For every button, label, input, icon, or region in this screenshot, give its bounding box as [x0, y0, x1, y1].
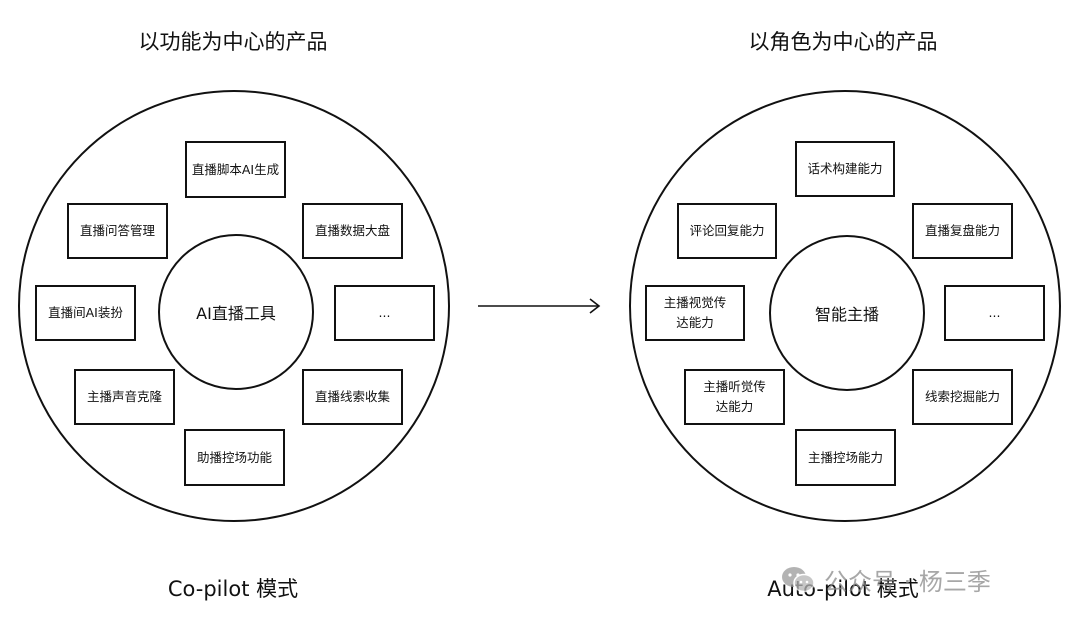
right-center-node: 智能主播 — [769, 235, 925, 391]
left-center-node: AI直播工具 — [158, 234, 314, 390]
left-node-qa-management: 直播问答管理 — [67, 203, 168, 259]
right-node-live-control: 主播控场能力 — [795, 429, 896, 486]
left-node-script-generation: 直播脚本AI生成 — [185, 141, 286, 198]
left-node-voice-clone: 主播声音克隆 — [74, 369, 175, 425]
left-outer-circle — [18, 90, 450, 522]
right-node-lead-mining: 线索挖掘能力 — [912, 369, 1013, 425]
left-node-lead-collection: 直播线索收集 — [302, 369, 403, 425]
left-node-ellipsis: ... — [334, 285, 435, 341]
watermark-text: 公众号 · 杨三季 — [824, 568, 991, 596]
right-node-comment-reply: 评论回复能力 — [677, 203, 777, 259]
left-diagram-title: 以功能为中心的产品 — [138, 30, 328, 54]
watermark: 公众号 · 杨三季 — [780, 562, 991, 597]
right-diagram-title: 以角色为中心的产品 — [748, 30, 938, 54]
right-node-live-review: 直播复盘能力 — [912, 203, 1013, 259]
right-node-audio-expression: 主播听觉传达能力 — [684, 369, 785, 425]
left-node-assist-control: 助播控场功能 — [184, 429, 285, 486]
left-node-data-dashboard: 直播数据大盘 — [302, 203, 403, 259]
right-node-script-building: 话术构建能力 — [795, 141, 895, 197]
right-node-visual-expression: 主播视觉传达能力 — [645, 285, 745, 341]
transition-arrow — [478, 298, 601, 314]
left-node-room-decoration: 直播间AI装扮 — [35, 285, 136, 341]
right-node-ellipsis: ... — [944, 285, 1045, 341]
left-diagram-caption: Co-pilot 模式 — [167, 577, 299, 601]
wechat-icon — [782, 566, 815, 592]
right-outer-circle — [629, 90, 1061, 522]
